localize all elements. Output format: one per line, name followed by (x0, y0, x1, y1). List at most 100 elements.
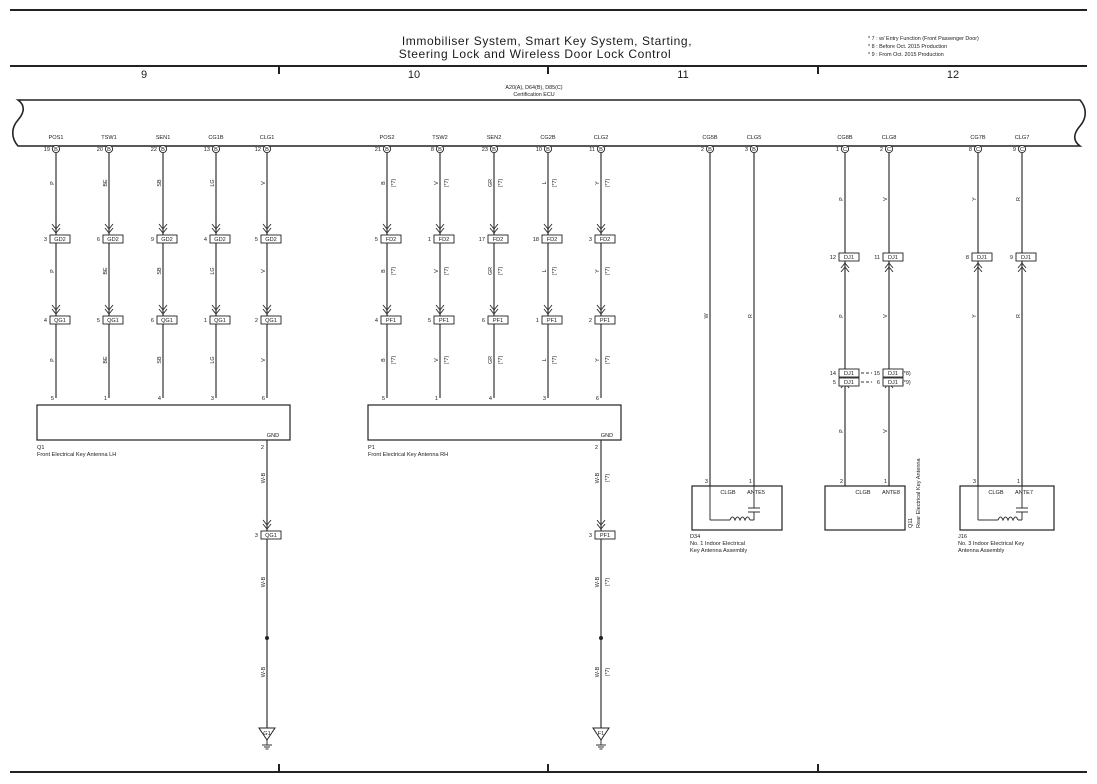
connector-code: QG1 (214, 318, 226, 324)
connector-code: DJ1 (844, 371, 854, 377)
component-name: No. 1 Indoor Electrical (690, 541, 745, 547)
connector-box (594, 530, 616, 540)
connector-letter: B (107, 147, 111, 153)
ecu-pin-name: CG1B (208, 135, 224, 141)
connector-pin-number: 14 (830, 371, 836, 377)
note-ref-label: (*7) (552, 178, 558, 187)
ecu-pin-name: POS2 (380, 135, 395, 141)
connector-code: DJ1 (844, 255, 854, 261)
connector-pin-number: 2 (589, 318, 592, 324)
antenna-gnd-pin: 2 (261, 445, 264, 451)
connector-circle-icon (705, 144, 715, 154)
connector-arrow-icon (104, 223, 114, 234)
front-antenna-rh-circuit: FD25PF14B(*7)B(*7)B(*7)5BFD21PF15V(*7)V(… (367, 153, 622, 750)
antenna-pin-number: 6 (596, 396, 599, 402)
connector-arrow-icon (840, 262, 850, 273)
ecu-pin-number: 2 (880, 147, 883, 153)
connector-pin-number: 6 (877, 380, 880, 386)
connector-arrow-icon (596, 223, 606, 234)
wire-color-label: L (542, 182, 548, 185)
ecu-pin-name: CG5B (702, 135, 718, 141)
wire-color-label: Y (972, 314, 978, 318)
connector-arrow-icon (435, 304, 445, 315)
connector-pin-number: 6 (151, 318, 154, 324)
ecu-pin-name: CG8B (837, 135, 853, 141)
wire-color-label: GR (488, 267, 494, 275)
column-number-12: 12 (947, 69, 959, 81)
wire-color-label: Y (595, 181, 601, 185)
connector-code: DJ1 (888, 255, 898, 261)
wire-color-label: Y (972, 197, 978, 201)
connector-arrow-icon (1017, 262, 1027, 273)
antenna-pin-number: 1 (104, 396, 107, 402)
ecu-pin-name: SEN2 (487, 135, 502, 141)
connector-letter: B (265, 147, 269, 153)
coil-icon (997, 516, 1019, 522)
connector-code: QG1 (161, 318, 173, 324)
connector-code: GD2 (265, 237, 277, 243)
connector-circle-icon (104, 144, 114, 154)
connector-box (838, 377, 860, 387)
connector-code: PF1 (600, 533, 610, 539)
connector-box (594, 315, 616, 325)
connector-code: PF1 (439, 318, 449, 324)
connector-box (102, 234, 124, 244)
connector-arrow-icon (51, 223, 61, 234)
connector-circle-icon (435, 144, 445, 154)
antenna-pin-number: 3 (543, 396, 546, 402)
connector-code: DJ1 (888, 380, 898, 386)
connector-box (260, 530, 282, 540)
connector-pin-number: 15 (874, 371, 880, 377)
connector-arrow-icon (543, 304, 553, 315)
connector-circle-icon (158, 144, 168, 154)
ecu-pin-name: CLG1 (260, 135, 275, 141)
connector-pin-number: 12 (830, 255, 836, 261)
connector-code: QG1 (265, 318, 277, 324)
wire-color-label: P (839, 197, 845, 201)
ecu-pin-number: 1 (836, 147, 839, 153)
connector-box (209, 315, 231, 325)
connector-circle-icon (51, 144, 61, 154)
certification-ecu-box (11, 99, 1087, 147)
connector-box (102, 315, 124, 325)
connector-letter: B (385, 147, 389, 153)
wire-color-label: LG (210, 179, 216, 186)
connector-pin-number: 3 (589, 237, 592, 243)
connector-pin-number: 6 (482, 318, 485, 324)
ecu-pin-number: 10 (536, 147, 542, 153)
ecu-pin-name: POS1 (49, 135, 64, 141)
connector-pin-number: 5 (375, 237, 378, 243)
note-ref-label: (*7) (444, 355, 450, 364)
connector-pin-number: 11 (874, 255, 880, 261)
connector-pin-number: 5 (428, 318, 431, 324)
component-name: Antenna Assembly (958, 548, 1005, 554)
wire-color-label: GR (488, 356, 494, 364)
connector-box (156, 234, 178, 244)
connector-box (380, 315, 402, 325)
note-ref-label: (*7) (552, 266, 558, 275)
connector-box (487, 315, 509, 325)
wire-color-label: W-B (261, 576, 267, 587)
assembly-pin-number: 1 (749, 479, 752, 485)
assembly-terminal-label: ANTE5 (747, 490, 765, 496)
ecu-pin-name: CLG7 (1015, 135, 1030, 141)
component-id: Q1 (37, 445, 44, 451)
ecu-pin-name: CG2B (540, 135, 556, 141)
assembly-terminal-label: CLGB (988, 490, 1004, 496)
assembly-pin-number: 3 (973, 479, 976, 485)
wire-color-label: W-B (595, 576, 601, 587)
connector-pin-number: 5 (97, 318, 100, 324)
wire-color-label: LG (210, 267, 216, 274)
diagram-title-line1: Immobiliser System, Smart Key System, St… (402, 34, 692, 48)
connector-letter: B (752, 147, 756, 153)
antenna-assembly-box (959, 485, 1055, 531)
note-ref-label: (*9) (902, 380, 911, 386)
connector-circle-icon (211, 144, 221, 154)
wire-color-label: B (381, 181, 387, 185)
component-id: D34 (690, 534, 700, 540)
ecu-pin-number: 12 (255, 147, 261, 153)
connector-pin-number: 17 (479, 237, 485, 243)
wire-color-label: V (434, 358, 440, 362)
